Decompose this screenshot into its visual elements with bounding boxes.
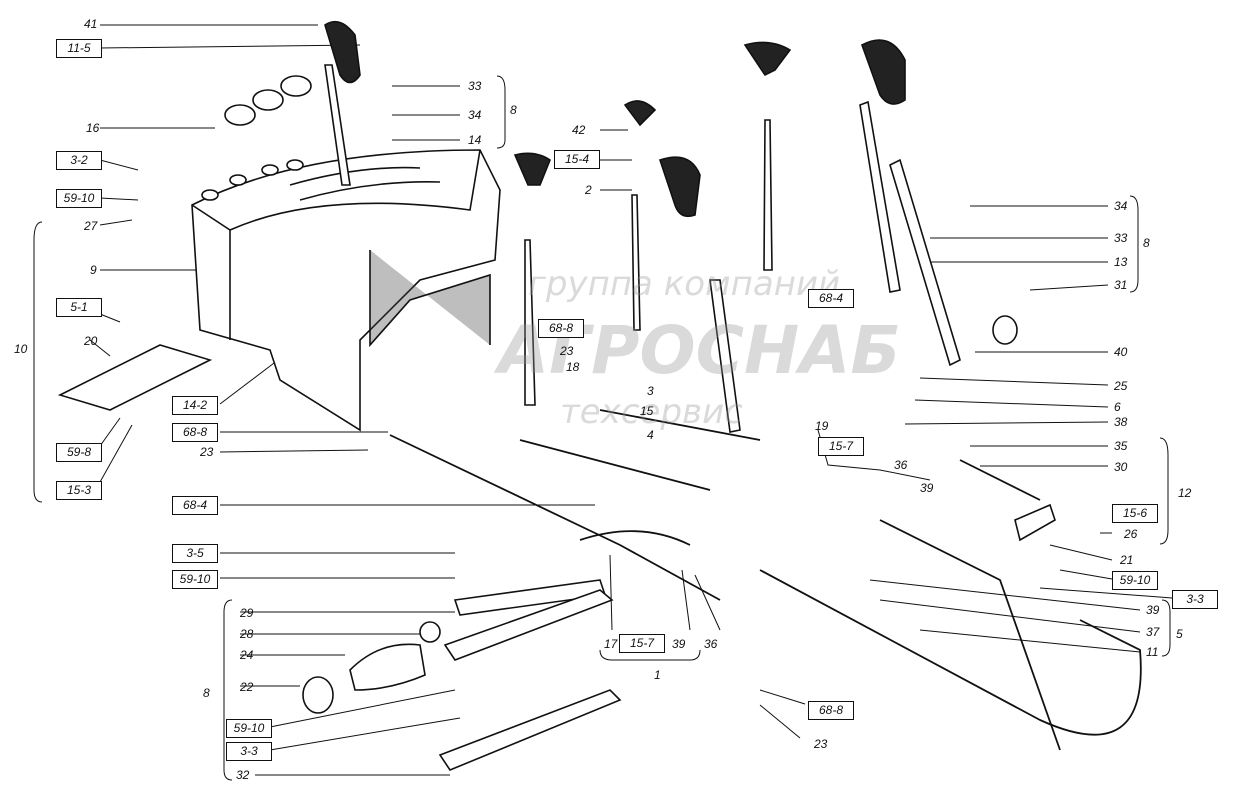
part-number: 39 [920, 481, 934, 495]
ref-box: 3-2 [56, 151, 102, 170]
part-number: 3 [647, 384, 654, 398]
ref-box: 59-10 [226, 719, 272, 738]
ref-box: 68-4 [808, 289, 854, 308]
part-number: 31 [1114, 278, 1128, 292]
ref-box: 11-5 [56, 39, 102, 58]
part-number: 13 [1114, 255, 1128, 269]
part-number: 6 [1114, 400, 1121, 414]
ref-box: 68-8 [808, 701, 854, 720]
rods-and-cables [389, 409, 1142, 751]
plates-and-springs [57, 75, 1056, 771]
ref-box: 15-3 [56, 481, 102, 500]
part-number: 27 [84, 219, 98, 233]
ref-box: 68-4 [172, 496, 218, 515]
leader-lines [33, 24, 1173, 781]
shift-levers [324, 20, 961, 433]
part-number: 36 [704, 637, 718, 651]
ref-box: 3-5 [172, 544, 218, 563]
part-number: 18 [566, 360, 580, 374]
part-number: 29 [240, 606, 254, 620]
part-number: 8 [1143, 236, 1150, 250]
part-number: 39 [1146, 603, 1160, 617]
ref-box: 59-10 [1112, 571, 1158, 590]
ref-box: 5-1 [56, 298, 102, 317]
part-number: 9 [90, 263, 97, 277]
part-number: 22 [240, 680, 254, 694]
part-number: 11 [1146, 645, 1159, 659]
part-number: 33 [468, 79, 482, 93]
part-number: 36 [894, 458, 908, 472]
ref-box: 15-6 [1112, 504, 1158, 523]
part-number: 42 [572, 123, 586, 137]
part-number: 24 [240, 648, 254, 662]
ref-box: 3-3 [226, 742, 272, 761]
part-number: 23 [814, 737, 828, 751]
gearbox-housing [191, 149, 501, 432]
part-number: 10 [14, 342, 28, 356]
ref-box: 15-7 [619, 634, 665, 653]
part-number: 34 [1114, 199, 1128, 213]
part-number: 40 [1114, 345, 1128, 359]
part-number: 8 [203, 686, 210, 700]
part-number: 16 [86, 121, 100, 135]
ref-box: 15-7 [818, 437, 864, 456]
part-number: 4 [647, 428, 654, 442]
part-number: 5 [1176, 627, 1183, 641]
part-number: 8 [510, 103, 517, 117]
part-number: 30 [1114, 460, 1128, 474]
ref-box: 59-10 [56, 189, 102, 208]
part-number: 20 [84, 334, 98, 348]
part-number: 28 [240, 627, 254, 641]
ref-box: 14-2 [172, 396, 218, 415]
part-number: 15 [640, 404, 654, 418]
part-number: 23 [560, 344, 574, 358]
part-number: 38 [1114, 415, 1128, 429]
part-number: 33 [1114, 231, 1128, 245]
ref-box: 68-8 [172, 423, 218, 442]
part-number: 25 [1114, 379, 1128, 393]
part-number: 32 [236, 768, 250, 782]
part-number: 21 [1120, 553, 1134, 567]
part-number: 2 [585, 183, 592, 197]
part-number: 26 [1124, 527, 1138, 541]
part-number: 14 [468, 133, 482, 147]
ref-box: 59-8 [56, 443, 102, 462]
part-number: 17 [604, 637, 618, 651]
part-number: 19 [815, 419, 829, 433]
part-number: 1 [654, 668, 661, 682]
ref-box: 68-8 [538, 319, 584, 338]
part-number: 39 [672, 637, 686, 651]
part-number: 23 [200, 445, 214, 459]
part-number: 37 [1146, 625, 1160, 639]
part-number: 35 [1114, 439, 1128, 453]
part-number: 34 [468, 108, 482, 122]
part-number: 41 [84, 17, 98, 31]
part-number: 12 [1178, 486, 1192, 500]
ref-box: 3-3 [1172, 590, 1218, 609]
ref-box: 59-10 [172, 570, 218, 589]
ref-box: 15-4 [554, 150, 600, 169]
